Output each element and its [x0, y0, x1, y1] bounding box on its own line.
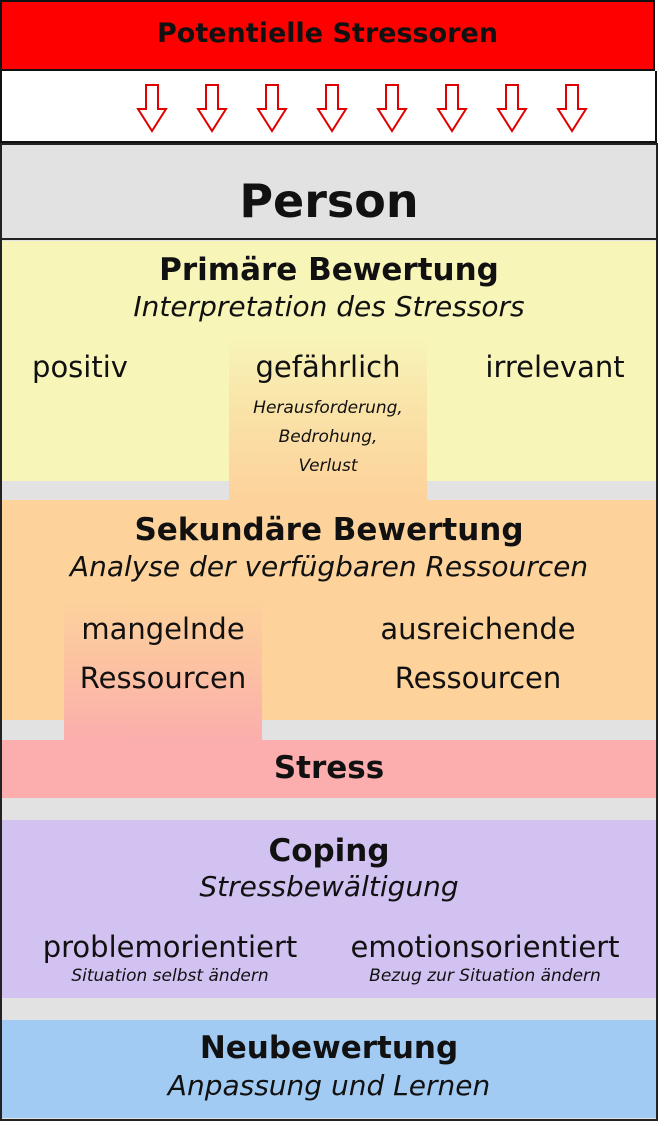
insufficient-label-2: Ressourcen	[79, 661, 247, 695]
coping-problem-label: problemorientiert	[42, 930, 298, 964]
person-divider	[2, 238, 656, 240]
down-arrow-icon	[556, 84, 588, 133]
reappraisal-title: Neubewertung	[199, 1030, 459, 1066]
primary-subtitle: Interpretation des Stressors	[133, 290, 525, 323]
coping-emotion-label: emotionsorientiert	[350, 930, 620, 964]
down-arrow-icon	[256, 84, 288, 133]
coping-title: Coping	[268, 833, 390, 869]
down-arrow-icon	[196, 84, 228, 133]
insufficient-label-1: mangelnde	[81, 612, 245, 646]
danger-type-loss: Verlust	[298, 456, 358, 476]
person-band	[2, 170, 656, 239]
reappraisal-subtitle: Anpassung und Lernen	[167, 1069, 491, 1102]
danger-connector	[229, 338, 427, 500]
option-dangerous: gefährlich	[255, 350, 401, 384]
option-positive: positiv	[32, 350, 128, 384]
sufficient-label-2: Ressourcen	[394, 661, 562, 695]
down-arrow-icon	[316, 84, 348, 133]
header-title: Potentielle Stressoren	[157, 18, 498, 49]
insufficient-connector	[64, 600, 262, 740]
primary-title: Primäre Bewertung	[159, 252, 499, 288]
reappraisal-band	[2, 1020, 656, 1118]
down-arrow-icon	[496, 84, 528, 133]
sufficient-label-1: ausreichende	[380, 612, 576, 646]
coping-problem-note: Situation selbst ändern	[71, 966, 269, 986]
person-title: Person	[239, 174, 419, 228]
down-arrow-icon	[136, 84, 168, 133]
coping-emotion-note: Bezug zur Situation ändern	[369, 966, 601, 986]
down-arrow-icon	[376, 84, 408, 133]
coping-subtitle: Stressbewältigung	[199, 870, 459, 903]
option-irrelevant: irrelevant	[485, 350, 625, 384]
secondary-subtitle: Analyse der verfügbaren Ressourcen	[69, 550, 589, 583]
danger-type-challenge: Herausforderung,	[253, 398, 403, 418]
arrow-band	[0, 71, 657, 143]
arrows-container	[136, 84, 588, 133]
stress-title: Stress	[273, 750, 385, 786]
secondary-title: Sekundäre Bewertung	[134, 512, 524, 548]
header-banner	[0, 0, 655, 71]
coping-band	[2, 820, 656, 998]
danger-type-threat: Bedrohung,	[278, 427, 378, 447]
stress-band	[2, 740, 656, 798]
down-arrow-icon	[436, 84, 468, 133]
